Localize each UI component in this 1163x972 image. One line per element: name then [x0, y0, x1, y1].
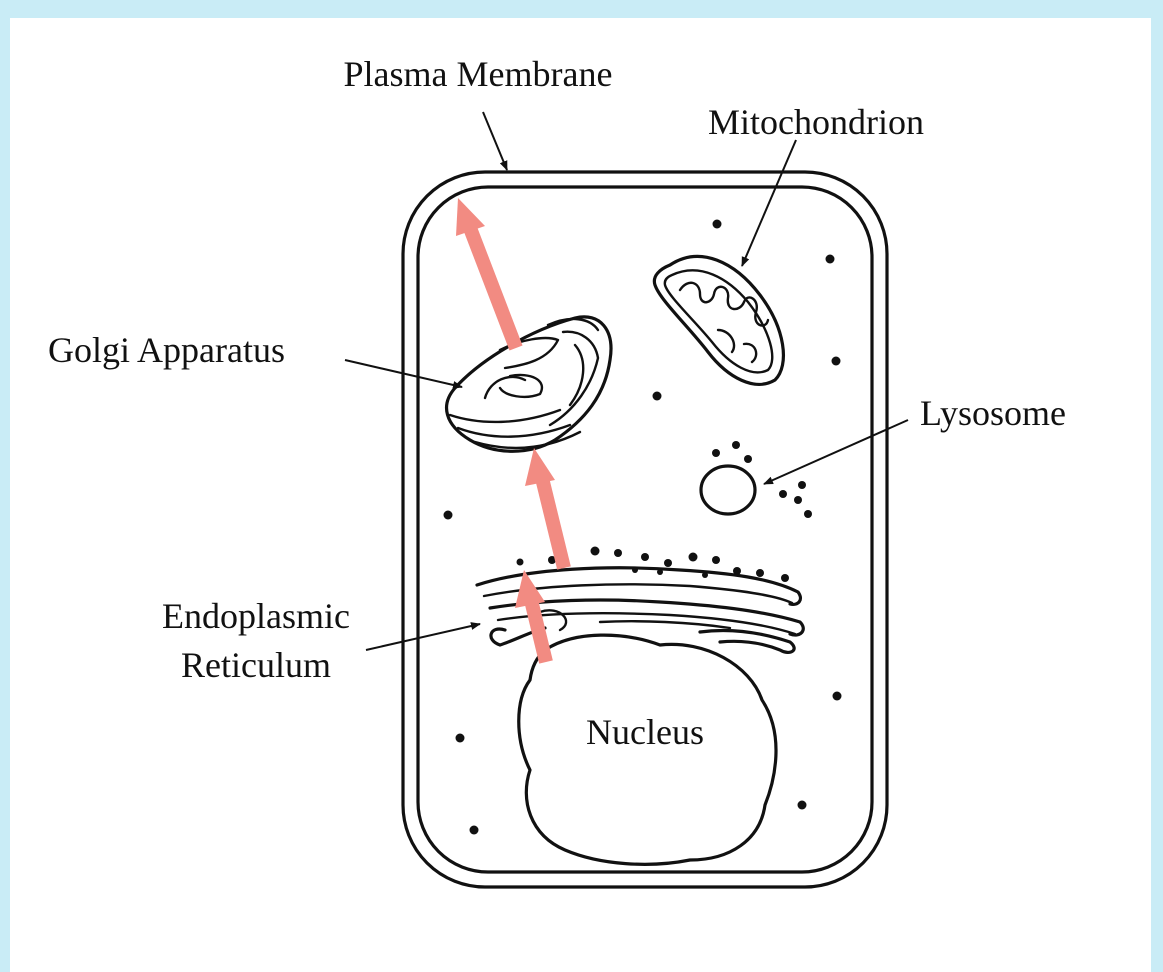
label-lysosome: Lysosome [920, 393, 1066, 433]
golgi-apparatus [447, 317, 611, 451]
lysosome [701, 441, 812, 518]
label-nucleus: Nucleus [586, 712, 704, 752]
leader-plasma-membrane [483, 112, 507, 170]
label-golgi-apparatus: Golgi Apparatus [48, 330, 285, 370]
arrow-er-to-golgi [525, 448, 564, 568]
leader-endoplasmic-reticulum [366, 624, 480, 650]
label-plasma-membrane: Plasma Membrane [344, 54, 613, 94]
arrow-golgi-to-membrane [456, 198, 516, 348]
label-endoplasmic: Endoplasmic [162, 596, 350, 636]
leader-mitochondrion [742, 140, 796, 266]
label-reticulum: Reticulum [181, 645, 331, 685]
label-mitochondrion: Mitochondrion [708, 102, 924, 142]
mitochondrion [654, 256, 783, 384]
plasma-membrane-inner [418, 187, 872, 872]
plasma-membrane-outer [403, 172, 887, 887]
